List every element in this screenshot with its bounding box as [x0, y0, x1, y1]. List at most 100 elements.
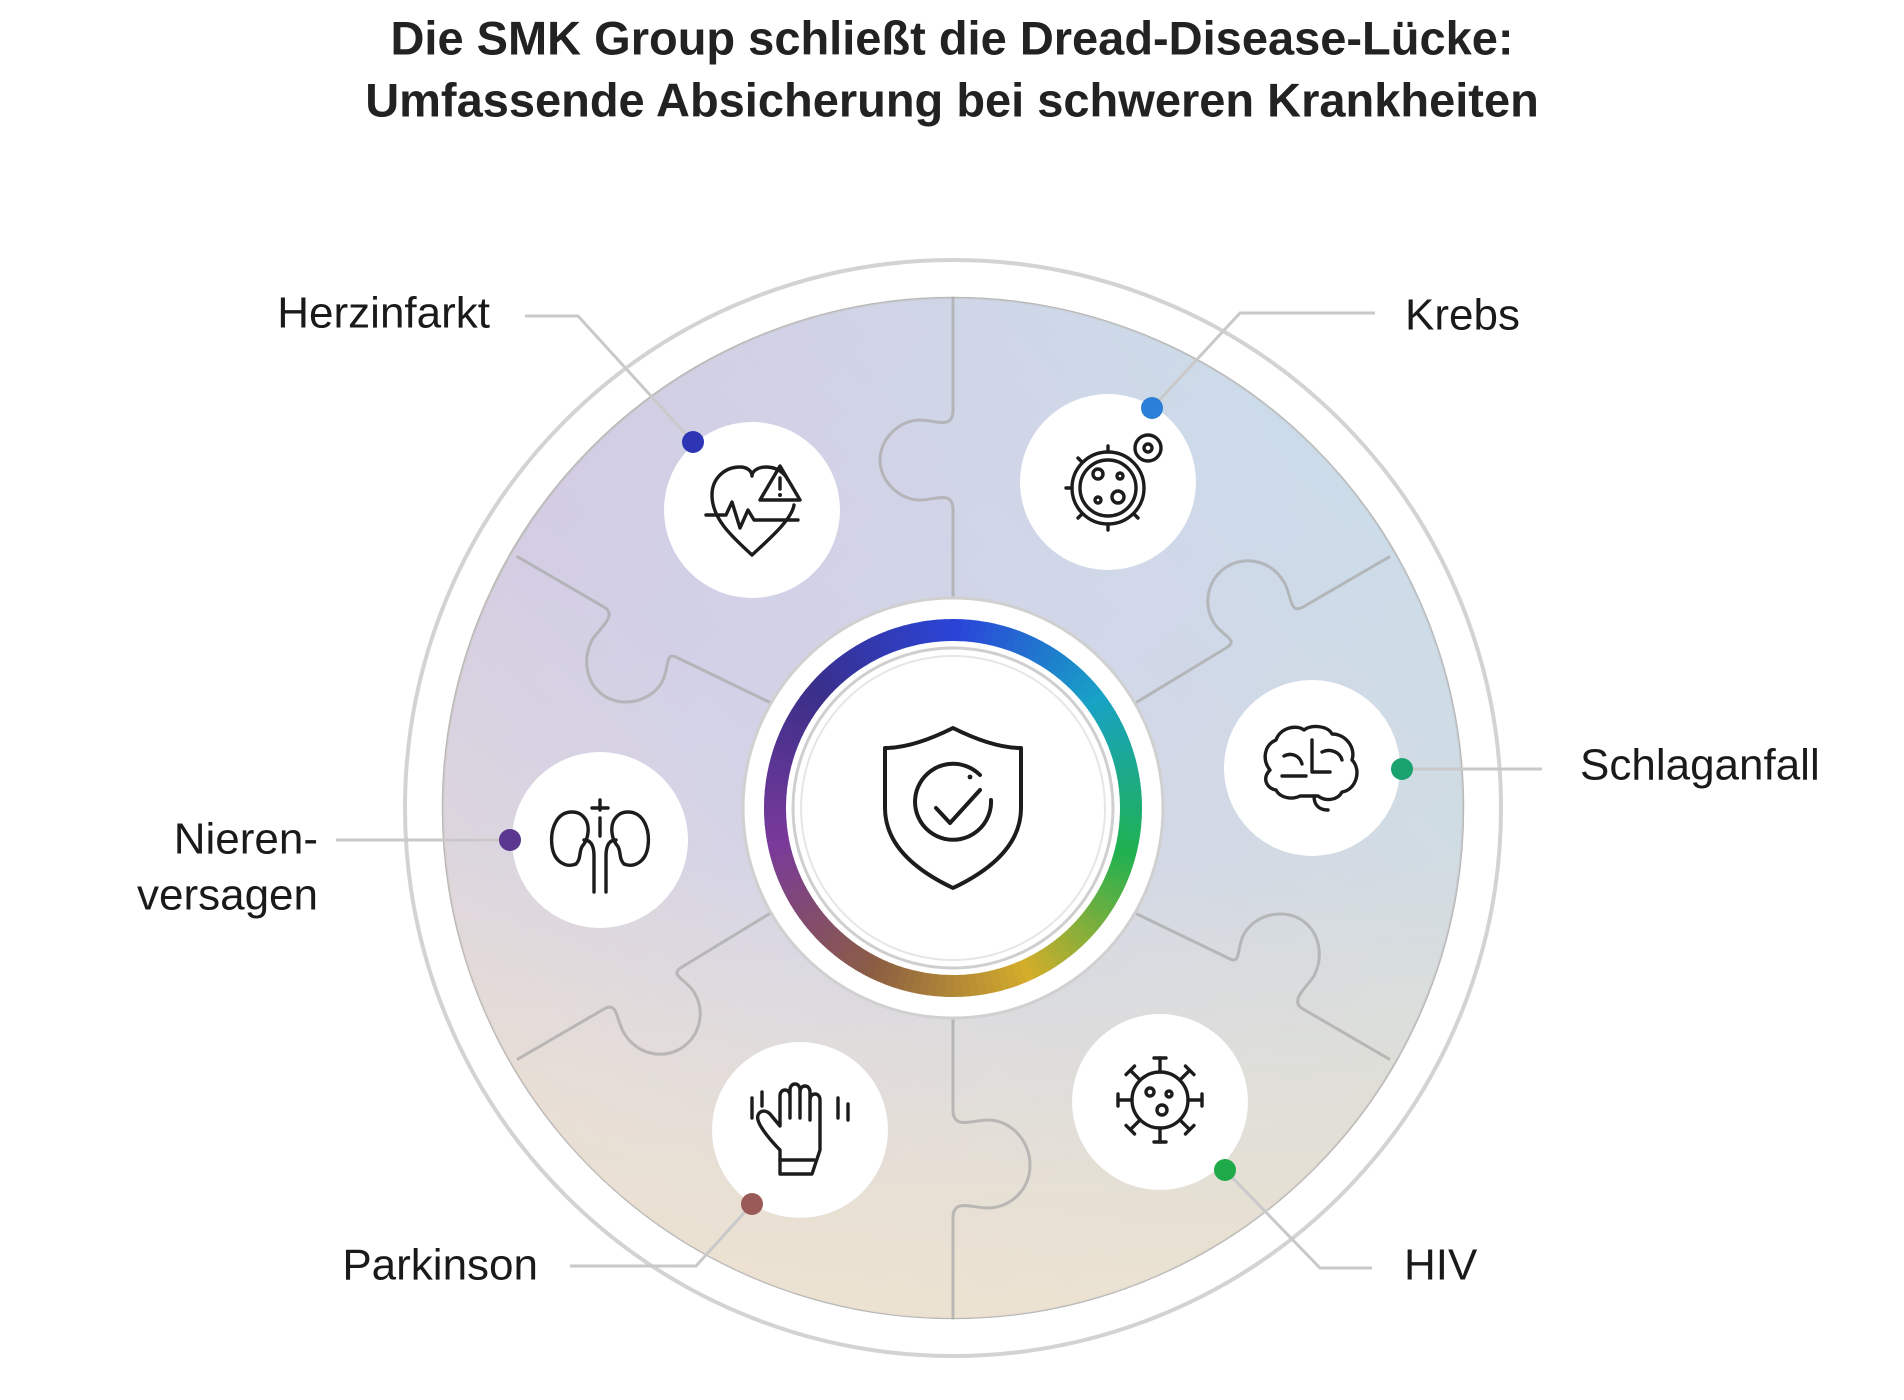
virus-spot [1155, 1103, 1169, 1117]
gradient-ring-segment [1068, 671, 1091, 694]
gradient-ring-segment [815, 922, 838, 945]
gradient-ring-segment [1100, 718, 1124, 737]
gradient-ring-segment [766, 836, 791, 851]
gradient-ring-segment [974, 972, 987, 996]
gradient-ring-segment [1051, 655, 1072, 679]
gradient-ring-segment [1003, 964, 1020, 989]
gradient-ring-segment [1096, 711, 1121, 730]
label-nierenversagen-line-2: versagen [137, 871, 318, 920]
gradient-ring-segment [827, 932, 849, 956]
label-nierenversagen-line-1: Nieren- [174, 815, 318, 864]
leader-herzinfarkt [525, 314, 695, 444]
gradient-ring-segment [894, 625, 910, 650]
node-schlaganfall [1224, 680, 1413, 856]
gradient-ring-segment [1113, 757, 1138, 772]
gradient-ring-segment [786, 709, 811, 729]
label-schlaganfall: Schlaganfall [1580, 741, 1820, 790]
gradient-ring-segment [902, 623, 917, 648]
gradient-ring-segment [782, 717, 807, 736]
gradient-ring-segment [1077, 912, 1101, 934]
gradient-ring-segment [990, 623, 1005, 648]
gradient-ring-segment [1025, 637, 1044, 662]
gradient-ring-segment [790, 892, 814, 913]
gradient-ring-segment [1103, 725, 1128, 744]
gradient-ring-segment [1106, 866, 1130, 884]
label-herzinfarkt: Herzinfarkt [277, 289, 490, 338]
gradient-ring-segment [799, 905, 823, 926]
node-nierenversagen [499, 752, 688, 928]
gradient-ring-segment [1078, 683, 1102, 705]
gradient-ring-segment [934, 974, 946, 997]
gradient-ring-segment [1087, 899, 1111, 921]
gradient-ring-segment [910, 621, 925, 646]
gradient-ring-segment [1073, 677, 1097, 700]
gradient-ring-segment [765, 773, 789, 786]
gradient-ring-segment [828, 659, 850, 683]
gradient-ring-segment [776, 732, 800, 750]
cancer-cell-icon [1064, 433, 1163, 532]
leader-krebs [1150, 311, 1375, 410]
gradient-ring-segment [835, 654, 856, 678]
gradient-ring-segment [1072, 917, 1096, 940]
outer-frame-ring [403, 258, 1503, 1358]
gradient-ring-segment [936, 619, 947, 642]
gradient-ring-segment [869, 957, 888, 982]
gradient-ring-segment [779, 724, 804, 743]
gradient-ring-segment [764, 789, 787, 801]
node-parkinson [712, 1042, 888, 1218]
gradient-ring-segment [966, 973, 979, 997]
center-hub [741, 596, 1165, 1020]
gradient-ring-segment [981, 970, 996, 995]
gradient-ring-segment [765, 829, 789, 842]
gradient-ring-segment [997, 625, 1013, 650]
gradient-ring-segment [1044, 943, 1065, 967]
kidneys-icon [549, 798, 651, 894]
gradient-ring-segment [800, 689, 824, 710]
gradient-ring-segment [1056, 933, 1078, 957]
gradient-ring-segment [840, 942, 862, 966]
gradient-ring-segment [767, 764, 791, 779]
virus-spike [1178, 1068, 1192, 1082]
gradient-ring-segment [1011, 631, 1029, 655]
gradient-ring-segment [918, 972, 931, 996]
gradient-ring-segment [795, 695, 819, 717]
gradient-ring-segment [848, 645, 869, 669]
title-line-1: Die SMK Group schließt die Dread-Disease… [390, 11, 1513, 64]
gradient-ring-segment [1082, 906, 1106, 927]
dot-hiv [1214, 1159, 1236, 1181]
virus-spike-cap [1183, 1123, 1196, 1136]
dot-nierenversagen [499, 829, 521, 851]
gradient-ring-segment [885, 963, 902, 988]
gradient-ring-segment [1050, 938, 1071, 962]
gradient-ring-segment [1017, 958, 1036, 983]
gradient-ring-segment [834, 937, 855, 961]
gradient-ring-segment [770, 748, 795, 764]
gradient-ring-segment [1111, 749, 1136, 765]
gradient-ring-segment [1095, 887, 1120, 907]
gradient-ring-segment [982, 622, 997, 646]
gradient-ring-segment [790, 702, 815, 723]
virus-spike-cap [1183, 1064, 1196, 1077]
gradient-ring-segment [1057, 660, 1079, 684]
node-herzinfarkt [664, 422, 840, 598]
label-parkinson: Parkinson [342, 1241, 538, 1290]
gradient-ring-segment [1119, 791, 1142, 802]
virus-spike-cap [1124, 1064, 1137, 1077]
virus-spike [1128, 1068, 1142, 1082]
gradient-ring-segment [1099, 880, 1124, 899]
gradient-ring-segment [1118, 822, 1142, 835]
node-hiv [1072, 1014, 1248, 1190]
leader-parkinson [570, 1202, 754, 1268]
gradient-ring-segment [1031, 951, 1050, 976]
gradient-ring-segment [863, 637, 882, 661]
gradient-ring-segment [775, 865, 800, 883]
dot-herzinfarkt [682, 431, 704, 453]
gradient-ring-segment [821, 927, 844, 951]
gradient-ring-segment [1061, 928, 1084, 952]
gradient-ring-segment [1106, 733, 1131, 751]
gradient-ring-segment [959, 974, 970, 997]
gradient-ring-segment [1108, 859, 1133, 876]
virus-spot [1164, 1089, 1174, 1099]
shield-check-icon [883, 726, 1023, 890]
